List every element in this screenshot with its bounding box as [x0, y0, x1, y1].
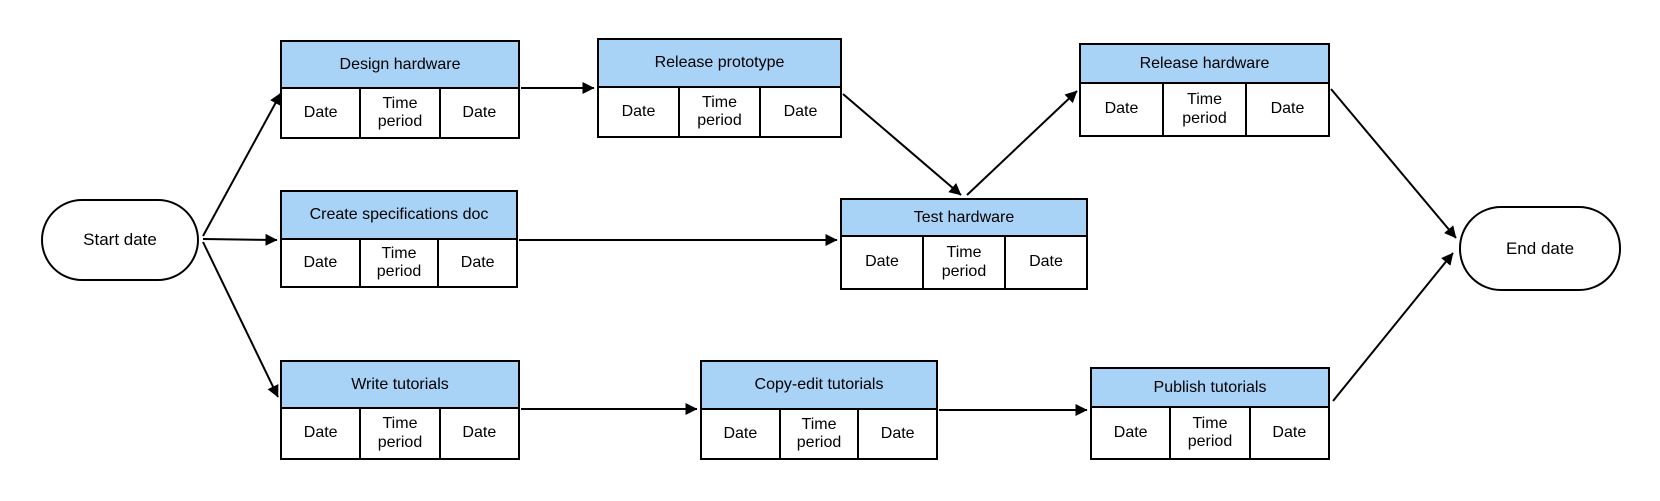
task-cell-start-date: Date [303, 253, 338, 271]
task-title: Create specifications doc [282, 192, 516, 240]
task-cell-time-period: Time period [778, 410, 858, 458]
end-date-label: End date [1505, 238, 1575, 258]
task-cell-end-date: Date [1004, 237, 1086, 288]
node-publish-tutorials: Publish tutorials Date Time period Date [1090, 367, 1330, 460]
edge-test-hardware-to-release-hardware [966, 90, 1078, 196]
edge-release-prototype-to-test-hardware [842, 93, 962, 196]
task-cell-start-date: Date [1113, 423, 1148, 441]
task-cell-end-date: Date [857, 410, 936, 458]
task-title: Copy-edit tutorials [702, 362, 936, 410]
start-date-label: Start date [83, 230, 157, 249]
edge-publish-tutorials-to-end-date [1332, 252, 1454, 402]
node-end-date: End date [1459, 206, 1621, 291]
task-cell-time-period: Time period [358, 240, 438, 286]
task-cell-time-period: Time period [359, 409, 438, 458]
task-title: Write tutorials [282, 362, 518, 409]
node-create-specifications-doc: Create specifications doc Date Time peri… [280, 190, 518, 288]
task-cell-time-period: Time period [1169, 408, 1248, 458]
task-cell-end-date: Date [759, 88, 840, 136]
node-copy-edit-tutorials: Copy-edit tutorials Date Time period Dat… [700, 360, 938, 460]
task-cell-end-date: Date [437, 240, 516, 286]
edge-start-to-create-specifications-doc [202, 233, 278, 246]
node-design-hardware: Design hardware Date Time period Date [280, 40, 520, 139]
node-test-hardware: Test hardware Date Time period Date [840, 198, 1088, 290]
task-title: Publish tutorials [1092, 369, 1328, 408]
task-cell-start-date: Date [865, 253, 899, 271]
task-title: Design hardware [282, 42, 518, 89]
node-release-prototype: Release prototype Date Time period Date [597, 38, 842, 138]
task-title: Release hardware [1081, 45, 1328, 84]
task-cell-time-period: Time period [678, 88, 759, 136]
task-title: Release prototype [599, 40, 840, 88]
task-cell-start-date: Date [303, 103, 338, 121]
task-cell-time-period: Time period [922, 237, 1004, 288]
task-cell-start-date: Date [723, 424, 758, 442]
edge-start-to-design-hardware [202, 92, 282, 237]
edge-release-hardware-to-end-date [1330, 88, 1457, 239]
task-cell-end-date: Date [438, 409, 518, 458]
task-cell-end-date: Date [1245, 84, 1328, 135]
task-cell-time-period: Time period [359, 89, 438, 137]
task-cell-time-period: Time period [1162, 84, 1245, 135]
node-write-tutorials: Write tutorials Date Time period Date [280, 360, 520, 460]
node-start-date: Start date [41, 199, 199, 281]
edge-start-to-write-tutorials [202, 241, 279, 398]
task-cell-start-date: Date [303, 424, 338, 442]
task-cell-end-date: Date [438, 89, 518, 137]
task-cell-start-date: Date [1104, 100, 1139, 118]
task-cell-end-date: Date [1248, 408, 1328, 458]
node-release-hardware: Release hardware Date Time period Date [1079, 43, 1330, 137]
task-cell-start-date: Date [621, 102, 656, 120]
task-title: Test hardware [842, 200, 1086, 237]
